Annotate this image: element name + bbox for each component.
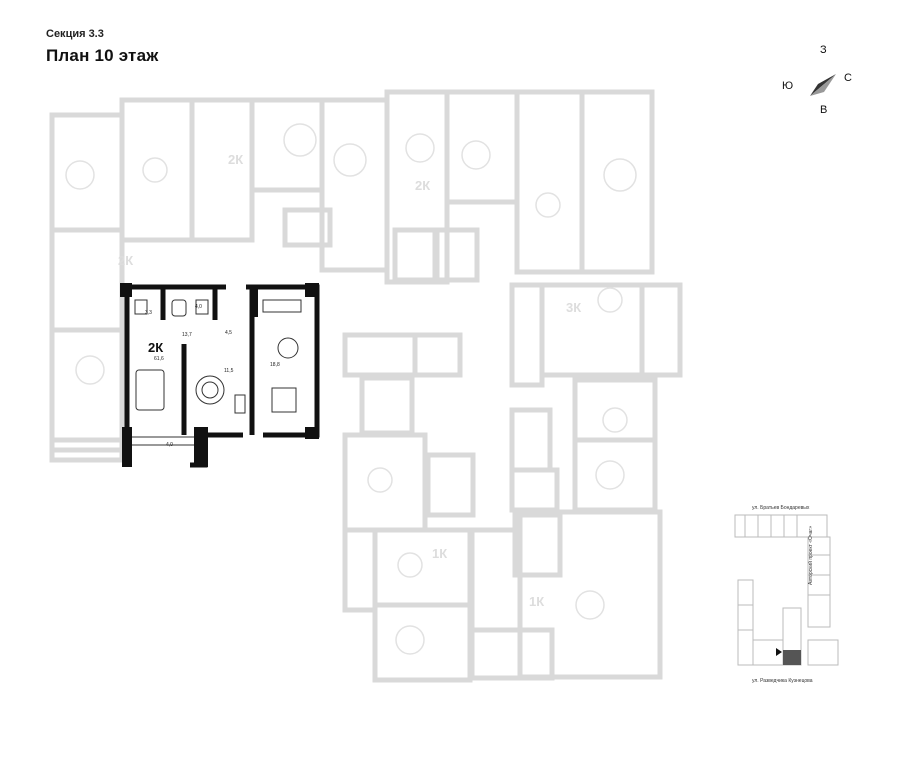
faded-walls xyxy=(49,89,683,683)
room-area-bath: 3,3 xyxy=(145,310,152,316)
compass-east-label: С xyxy=(844,72,852,84)
minimap-pointer-icon xyxy=(776,648,782,656)
room-area-corridor: 4,5 xyxy=(225,330,232,336)
minimap-highlight-block xyxy=(783,650,801,665)
compass-west-label: Ю xyxy=(782,80,794,92)
room-area-kitchen: 18,8 xyxy=(270,362,280,368)
compass-arrow-icon xyxy=(810,74,836,96)
apartment-type-badge[interactable]: 2К xyxy=(118,253,134,268)
minimap-street-top: ул. Братьев Бондаревых xyxy=(752,505,810,511)
apartment-type-badge[interactable]: 1К xyxy=(432,546,448,561)
minimap xyxy=(734,514,839,666)
room-area-bedroom: 11,5 xyxy=(224,368,234,374)
apartment-type-badge[interactable]: 2К xyxy=(228,152,244,167)
selected-apartment-area: 61,6 xyxy=(154,356,164,362)
apartment-type-badge[interactable]: 3К xyxy=(566,300,582,315)
faded-furniture xyxy=(65,123,637,655)
room-area-wc: 4,0 xyxy=(195,304,202,310)
selected-apartment-columns xyxy=(120,283,319,467)
apartment-type-badge[interactable]: 2К xyxy=(415,178,431,193)
page-title: План 10 этаж xyxy=(46,46,159,65)
selected-apartment-furniture xyxy=(132,299,302,446)
room-area-balcony: 4,0 xyxy=(166,442,173,448)
apartment-type-badge[interactable]: 1К xyxy=(529,594,545,609)
compass-north-label: З xyxy=(820,44,827,56)
selected-apartment-type[interactable]: 2К xyxy=(148,340,164,355)
compass: З Ю С В xyxy=(780,42,860,122)
minimap-street-bottom: ул. Разведчика Кузнецова xyxy=(752,678,813,684)
compass-south-label: В xyxy=(820,104,828,116)
minimap-street-side: Авторский проект «Очаг» xyxy=(808,526,814,585)
room-area-hall: 13,7 xyxy=(182,332,192,338)
section-label: Секция 3.3 xyxy=(46,28,104,40)
